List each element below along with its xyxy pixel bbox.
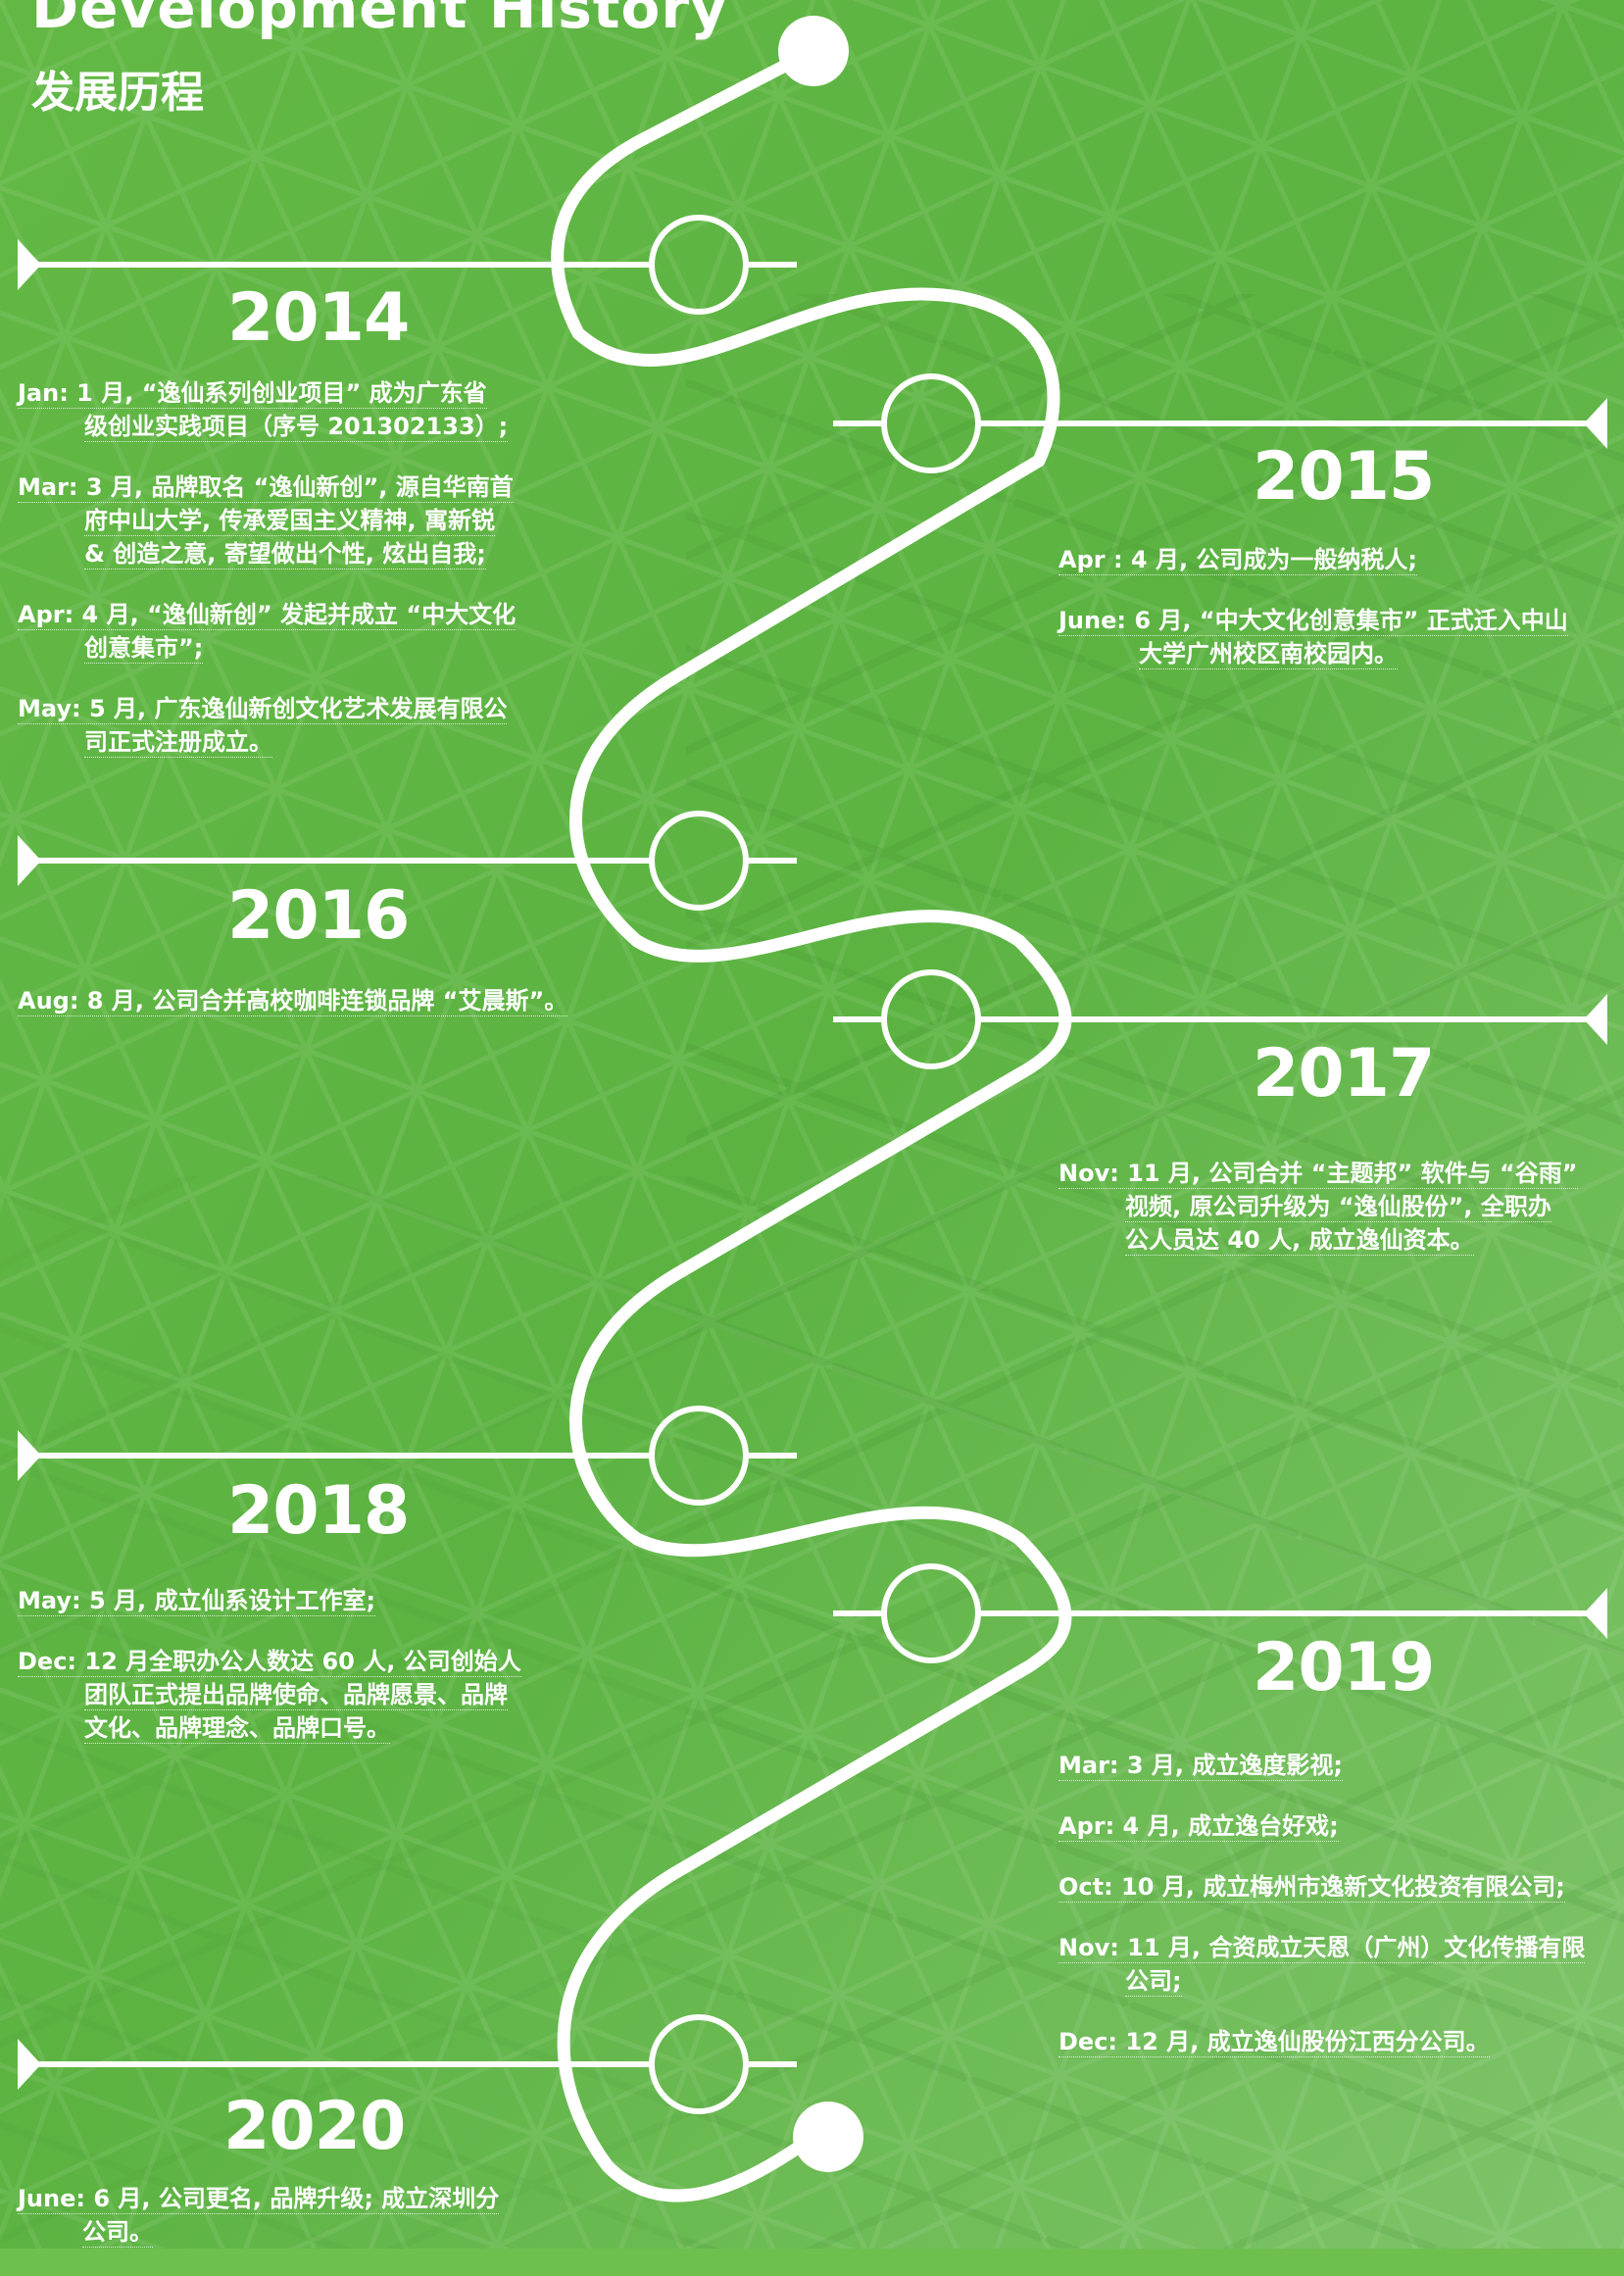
entry-2014-may: May: 5 月, 广东逸仙新创文化艺术发展有限公 司正式注册成立。 xyxy=(18,692,516,759)
year-2016: 2016 xyxy=(227,877,410,955)
entry-line: & 创造之意, 寄望做出个性, 炫出自我; xyxy=(84,540,486,569)
entry-line: 级创业实践项目（序号 201302133）; xyxy=(84,413,509,442)
page-title-cn: 发展历程 xyxy=(31,68,204,118)
entry-line: 府中山大学, 传承爱国主义精神, 寓新锐 xyxy=(84,507,495,536)
entry-line: 公人员达 40 人, 成立逸仙资本。 xyxy=(1125,1226,1474,1256)
entry-line: 公司; xyxy=(1125,1967,1182,1997)
branch-arrow-2020 xyxy=(18,2039,41,2090)
entry-line: 公司。 xyxy=(82,2218,153,2248)
entry-2016-aug: Aug: 8 月, 公司合并高校咖啡连锁品牌 “艾晨斯”。 xyxy=(18,984,568,1017)
entry-2019-dec: Dec: 12 月, 成立逸仙股份江西分公司。 xyxy=(1058,2025,1585,2058)
entry-line: May: 5 月, 成立仙系设计工作室; xyxy=(18,1587,376,1616)
entry-line: Jan: 1 月, “逸仙系列创业项目” 成为广东省 xyxy=(18,379,487,409)
entry-line: May: 5 月, 广东逸仙新创文化艺术发展有限公 xyxy=(18,695,508,724)
timeline-end-dot xyxy=(793,2102,863,2172)
entry-line: 视频, 原公司升级为 “逸仙股份”, 全职办 xyxy=(1125,1193,1551,1222)
entry-line: Apr : 4 月, 公司成为一般纳税人; xyxy=(1058,546,1418,575)
node-circle-2020 xyxy=(649,2014,749,2114)
entry-2014-jan: Jan: 1 月, “逸仙系列创业项目” 成为广东省 级创业实践项目（序号 20… xyxy=(18,376,516,443)
entries-2014: Jan: 1 月, “逸仙系列创业项目” 成为广东省 级创业实践项目（序号 20… xyxy=(18,376,517,786)
node-circle-2017 xyxy=(881,969,981,1069)
entry-2019-apr: Apr: 4 月, 成立逸台好戏; xyxy=(1058,1809,1585,1843)
entries-2016: Aug: 8 月, 公司合并高校咖啡连锁品牌 “艾晨斯”。 xyxy=(18,984,568,1045)
entry-2014-apr: Apr: 4 月, “逸仙新创” 发起并成立 “中大文化 创意集市”; xyxy=(18,598,517,665)
timeline-curve xyxy=(551,44,1072,2202)
entry-line: 大学广州校区南校园内。 xyxy=(1139,640,1398,669)
year-2018: 2018 xyxy=(227,1472,410,1550)
year-2015: 2015 xyxy=(1253,438,1435,516)
entry-2019-oct: Oct: 10 月, 成立梅州市逸新文化投资有限公司; xyxy=(1058,1870,1585,1904)
branch-arrow-2016 xyxy=(18,835,41,886)
entry-2018-dec: Dec: 12 月全职办公人数达 60 人, 公司创始人 团队正式提出品牌使命、… xyxy=(18,1645,521,1745)
year-2014: 2014 xyxy=(227,279,410,357)
entry-line: Oct: 10 月, 成立梅州市逸新文化投资有限公司; xyxy=(1058,1873,1565,1903)
entry-2015-apr: Apr : 4 月, 公司成为一般纳税人; xyxy=(1058,543,1568,576)
node-circle-2019 xyxy=(881,1563,981,1663)
branch-arrow-2015 xyxy=(1584,398,1607,449)
entries-2018: May: 5 月, 成立仙系设计工作室; Dec: 12 月全职办公人数达 60… xyxy=(18,1584,521,1772)
year-2017: 2017 xyxy=(1253,1035,1435,1113)
entries-2019: Mar: 3 月, 成立逸度影视; Apr: 4 月, 成立逸台好戏; Oct:… xyxy=(1058,1749,1586,2086)
entries-2020: June: 6 月, 公司更名, 品牌升级; 成立深圳分 公司。 xyxy=(18,2182,500,2276)
entry-line: Dec: 12 月, 成立逸仙股份江西分公司。 xyxy=(1058,2028,1490,2057)
branch-arrow-2014 xyxy=(18,239,41,290)
entries-2017: Nov: 11 月, 公司合并 “主题邦” 软件与 “谷雨” 视频, 原公司升级… xyxy=(1058,1157,1578,1284)
entry-line: June: 6 月, “中大文化创意集市” 正式迁入中山 xyxy=(1058,607,1568,636)
entry-line: 司正式注册成立。 xyxy=(84,728,272,758)
entry-line: 团队正式提出品牌使命、品牌愿景、品牌 xyxy=(84,1681,508,1710)
page-title-en: Development History xyxy=(31,0,728,41)
entry-line: Mar: 3 月, 品牌取名 “逸仙新创”, 源自华南首 xyxy=(18,473,514,503)
entry-2018-may: May: 5 月, 成立仙系设计工作室; xyxy=(18,1584,521,1617)
entry-2015-june: June: 6 月, “中大文化创意集市” 正式迁入中山 大学广州校区南校园内。 xyxy=(1058,604,1568,670)
timeline-start-dot xyxy=(778,16,849,86)
entry-line: Aug: 8 月, 公司合并高校咖啡连锁品牌 “艾晨斯”。 xyxy=(18,987,568,1016)
entry-line: Nov: 11 月, 公司合并 “主题邦” 软件与 “谷雨” xyxy=(1058,1160,1578,1189)
entry-line: Mar: 3 月, 成立逸度影视; xyxy=(1058,1752,1343,1781)
entry-line: Nov: 11 月, 合资成立天恩（广州）文化传播有限 xyxy=(1058,1934,1586,1963)
year-2019: 2019 xyxy=(1253,1629,1435,1707)
entry-2020-june: June: 6 月, 公司更名, 品牌升级; 成立深圳分 公司。 xyxy=(18,2182,500,2249)
entry-2014-mar: Mar: 3 月, 品牌取名 “逸仙新创”, 源自华南首 府中山大学, 传承爱国… xyxy=(18,470,516,570)
entry-2017-nov: Nov: 11 月, 公司合并 “主题邦” 软件与 “谷雨” 视频, 原公司升级… xyxy=(1058,1157,1578,1257)
entries-2015: Apr : 4 月, 公司成为一般纳税人; June: 6 月, “中大文化创意… xyxy=(1058,543,1568,698)
node-circle-2014 xyxy=(649,215,749,315)
entry-line: Apr: 4 月, 成立逸台好戏; xyxy=(1058,1812,1339,1842)
entry-line: 文化、品牌理念、品牌口号。 xyxy=(84,1714,390,1744)
node-circle-2018 xyxy=(649,1406,749,1506)
branch-arrow-2018 xyxy=(18,1430,41,1481)
node-circle-2015 xyxy=(881,373,981,473)
branch-arrow-2017 xyxy=(1584,994,1607,1045)
entry-line: Apr: 4 月, “逸仙新创” 发起并成立 “中大文化 xyxy=(18,601,517,630)
entry-2019-nov: Nov: 11 月, 合资成立天恩（广州）文化传播有限 公司; xyxy=(1058,1931,1586,1998)
branch-arrow-2019 xyxy=(1584,1588,1607,1639)
entry-2019-mar: Mar: 3 月, 成立逸度影视; xyxy=(1058,1749,1585,1782)
entry-line: June: 6 月, 公司更名, 品牌升级; 成立深圳分 xyxy=(18,2185,500,2214)
node-circle-2016 xyxy=(649,811,749,911)
entry-line: Dec: 12 月全职办公人数达 60 人, 公司创始人 xyxy=(18,1648,521,1677)
entry-line: 创意集市”; xyxy=(84,634,204,664)
year-2020: 2020 xyxy=(223,2088,406,2165)
